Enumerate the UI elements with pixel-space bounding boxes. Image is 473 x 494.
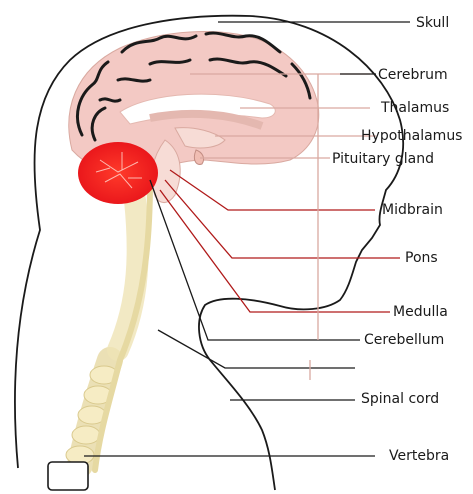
label-midbrain: Midbrain (382, 202, 443, 218)
label-cerebellum: Cerebellum (364, 332, 444, 348)
label-thalamus: Thalamus (380, 100, 449, 116)
label-vertebra: Vertebra (389, 448, 449, 464)
cerebellum (78, 142, 158, 204)
label-cerebrum: Cerebrum (378, 67, 448, 83)
label-hypothalamus: Hypothalamus (361, 128, 462, 144)
label-skull: Skull (416, 15, 449, 31)
label-pituitary: Pituitary gland (332, 151, 434, 167)
label-pons: Pons (405, 250, 438, 266)
label-spinal-cord: Spinal cord (361, 391, 439, 407)
label-medulla: Medulla (393, 304, 448, 320)
